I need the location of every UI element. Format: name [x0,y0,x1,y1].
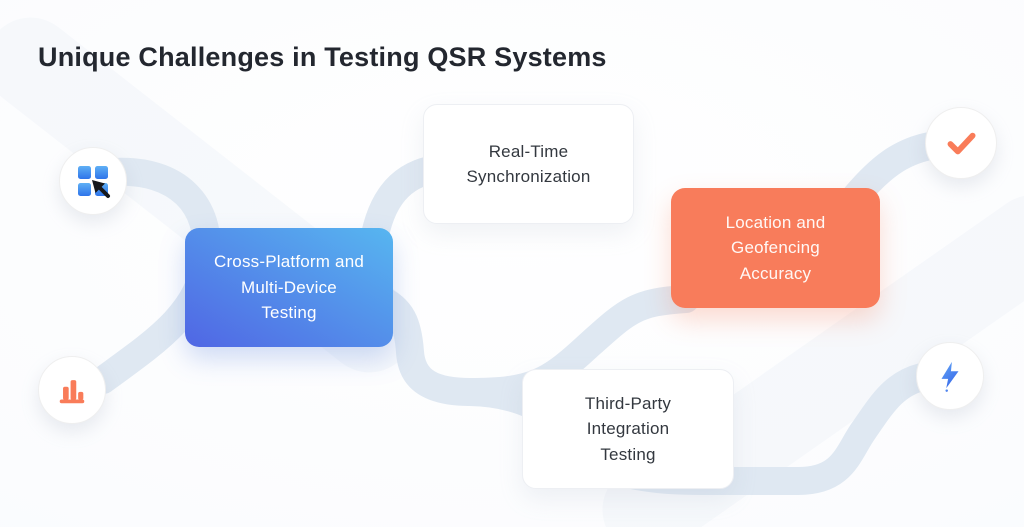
node-real-time-synchronization: Real-Time Synchronization [423,104,634,224]
node-third-party-integration: Third-Party Integration Testing [522,369,734,489]
node-label: Real-Time Synchronization [466,141,591,187]
node-label: Third-Party Integration Testing [584,393,672,464]
checkmark-badge [925,107,997,179]
bar-chart-badge [38,356,106,424]
lightning-badge [916,342,984,410]
grid-cursor-badge [59,147,127,215]
node-location-geofencing: Location and Geofencing Accuracy [671,188,880,308]
node-cross-platform-testing: Cross-Platform and Multi-Device Testing [185,228,393,347]
grid-cursor-icon [78,166,110,198]
lightning-icon [941,361,959,392]
node-label: Cross-Platform and Multi-Device Testing [213,252,365,323]
page-title: Unique Challenges in Testing QSR Systems [38,42,607,72]
bar-chart-icon [59,380,85,404]
checkmark-icon [947,132,976,155]
nw-arrow-cursor [92,180,110,198]
node-label: Location and Geofencing Accuracy [725,212,826,283]
connector-location-to-check [842,132,944,210]
